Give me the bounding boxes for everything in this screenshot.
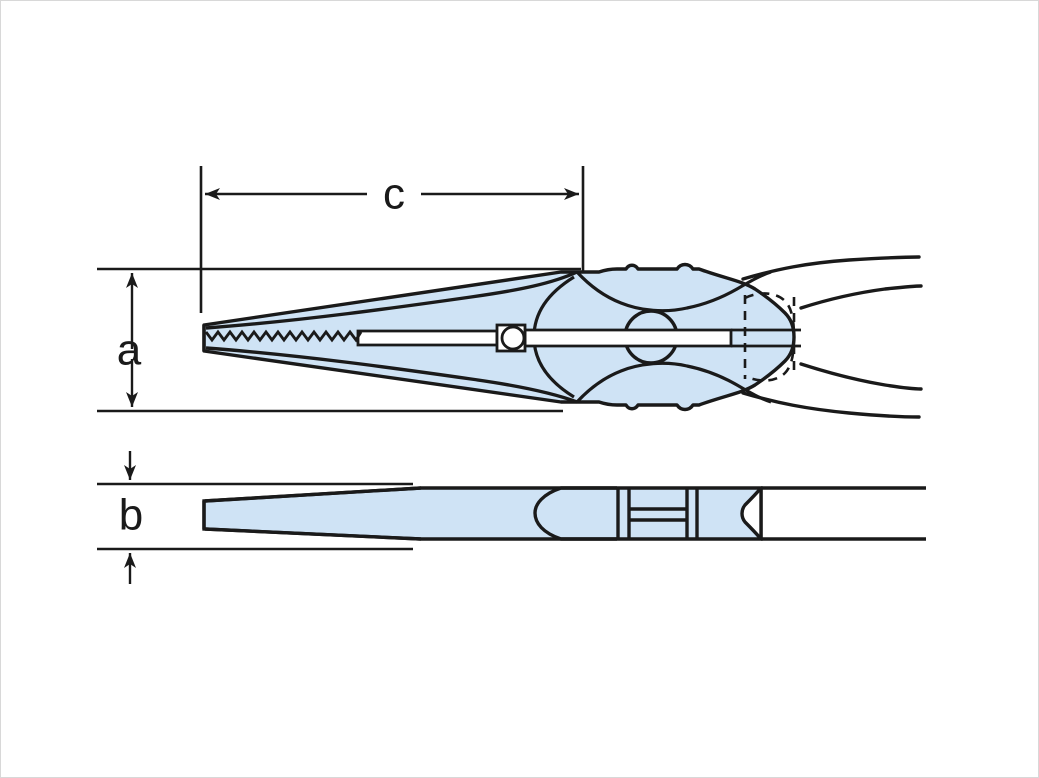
- jaw-serration-teeth: [204, 329, 363, 343]
- top-view-handle-fork: [740, 486, 763, 541]
- cutter-slot-outline-right: [523, 328, 733, 348]
- side-view: [202, 255, 923, 419]
- top-view-inner-nose: [533, 486, 617, 541]
- dimension-a: a: [97, 267, 581, 413]
- dimension-a-label: a: [117, 326, 142, 375]
- ball-detent: [500, 325, 526, 351]
- jaw-head-seam-upper: [205, 270, 578, 330]
- dimension-b-label: b: [119, 491, 143, 540]
- cutter-slot-tail: [731, 328, 801, 348]
- cutter-slot-outline-left: [356, 329, 499, 347]
- cutter-slot-assembly: [356, 323, 801, 353]
- handle-lower-side-inner: [741, 391, 921, 419]
- dimension-b: b: [97, 451, 413, 584]
- dimension-c-label: c: [383, 170, 405, 219]
- head-contour-lower: [575, 361, 772, 404]
- top-view: [202, 486, 926, 541]
- hidden-outline-dashed: [743, 292, 796, 382]
- top-view-taper-lower: [204, 527, 422, 541]
- top-view-joint-detail: [629, 488, 699, 539]
- handle-upper-side-inner: [799, 284, 923, 310]
- handle-upper-side: [741, 255, 921, 281]
- jaw-serrations: [204, 329, 363, 343]
- top-view-taper-upper: [204, 486, 422, 503]
- handle-lower-side: [799, 362, 923, 391]
- head-contour-upper: [575, 270, 772, 313]
- jaw-head-seam-lower: [205, 346, 578, 404]
